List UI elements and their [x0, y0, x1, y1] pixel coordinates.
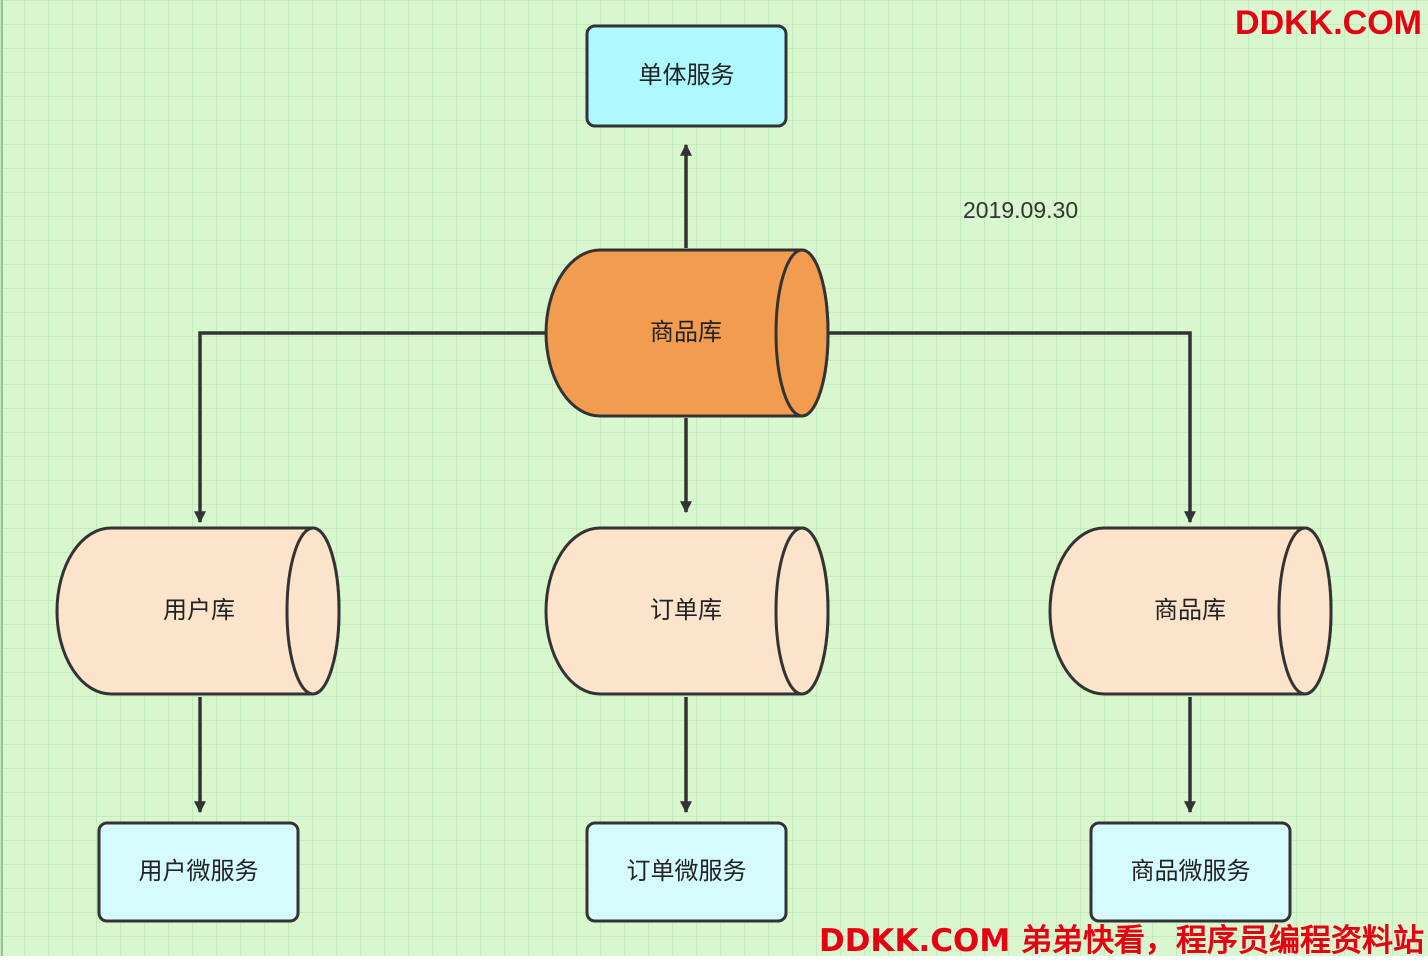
main-database-label: 商品库 [650, 318, 722, 346]
product-microservice-label: 商品微服务 [1131, 857, 1251, 885]
user-database-cylinder: 用户库 [55, 526, 341, 696]
user-microservice-node: 用户微服务 [97, 821, 300, 923]
order-database-label: 订单库 [650, 596, 722, 624]
monolith-service-label: 单体服务 [639, 61, 735, 89]
edge-main-to-user-db [194, 331, 546, 524]
user-microservice-label: 用户微服务 [139, 857, 259, 885]
order-database-cylinder: 订单库 [544, 526, 830, 696]
monolith-service-node: 单体服务 [585, 24, 788, 128]
product-database-cylinder: 商品库 [1048, 526, 1333, 696]
main-database-cylinder: 商品库 [544, 248, 830, 418]
order-microservice-label: 订单微服务 [627, 857, 747, 885]
watermark-bottom: DDKK.COM 弟弟快看，程序员编程资料站 [818, 923, 1424, 959]
date-note: 2019.09.30 [963, 197, 1078, 223]
edge-main-to-product-db [828, 331, 1196, 524]
watermark-top: DDKK.COM [1235, 4, 1422, 42]
user-database-label: 用户库 [163, 596, 235, 624]
connectors [194, 143, 1196, 814]
product-database-label: 商品库 [1154, 596, 1226, 624]
order-microservice-node: 订单微服务 [585, 821, 788, 923]
product-microservice-node: 商品微服务 [1089, 821, 1292, 923]
